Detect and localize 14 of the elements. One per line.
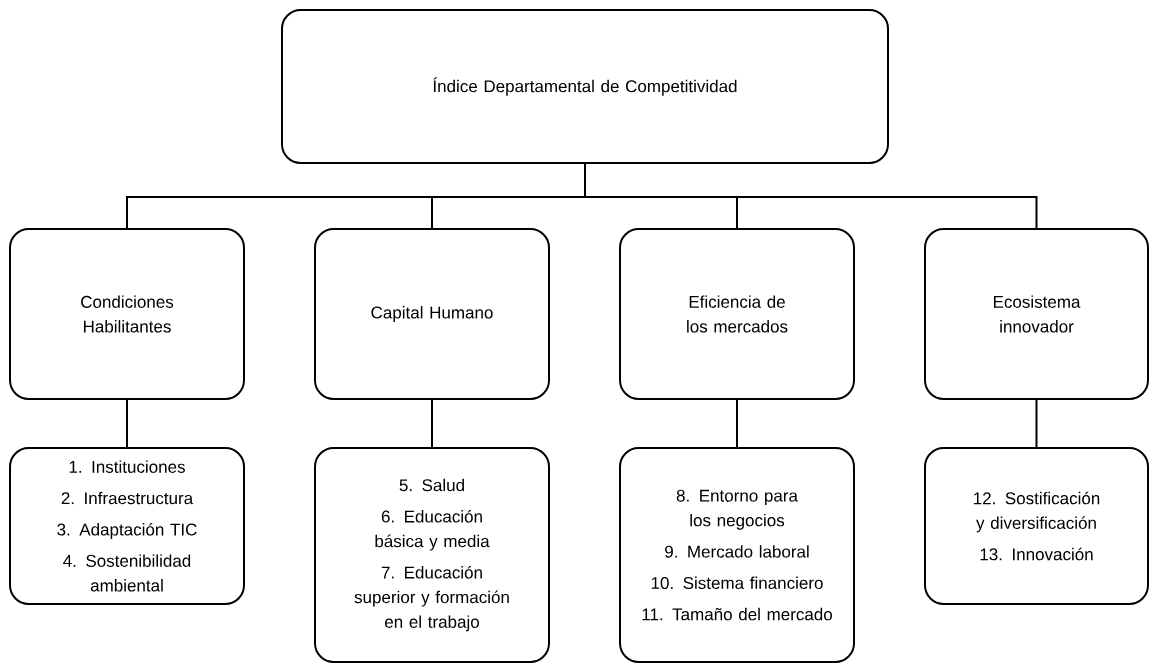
connector-line: [1035, 399, 1038, 448]
list-box: 12. Sostificación y diversificación 13. Innovación: [924, 447, 1149, 605]
category-box: Eficiencia de los mercados: [619, 228, 855, 400]
list-box: 8. Entorno para los negocios 9. Mercado laboral 10. Sistema financiero 11. Tamaño del mercado: [619, 447, 855, 663]
category-box: Capital Humano: [314, 228, 550, 400]
connector-line: [431, 399, 433, 448]
connector-line: [736, 399, 738, 448]
list-box: 5. Salud 6. Educación básica y media 7. Educación superior y formación en el trabajo: [314, 447, 550, 663]
title-box: Índice Departamental de Competitividad: [281, 9, 889, 164]
connector-line: [584, 163, 1038, 229]
list-box: 1. Instituciones 2. Infraestructura 3. Adaptación TIC 4. Sostenibilidad ambiental: [9, 447, 245, 605]
connector-line: [126, 399, 128, 448]
category-box: Ecosistema innovador: [924, 228, 1149, 400]
category-box: Condiciones Habilitantes: [9, 228, 245, 400]
